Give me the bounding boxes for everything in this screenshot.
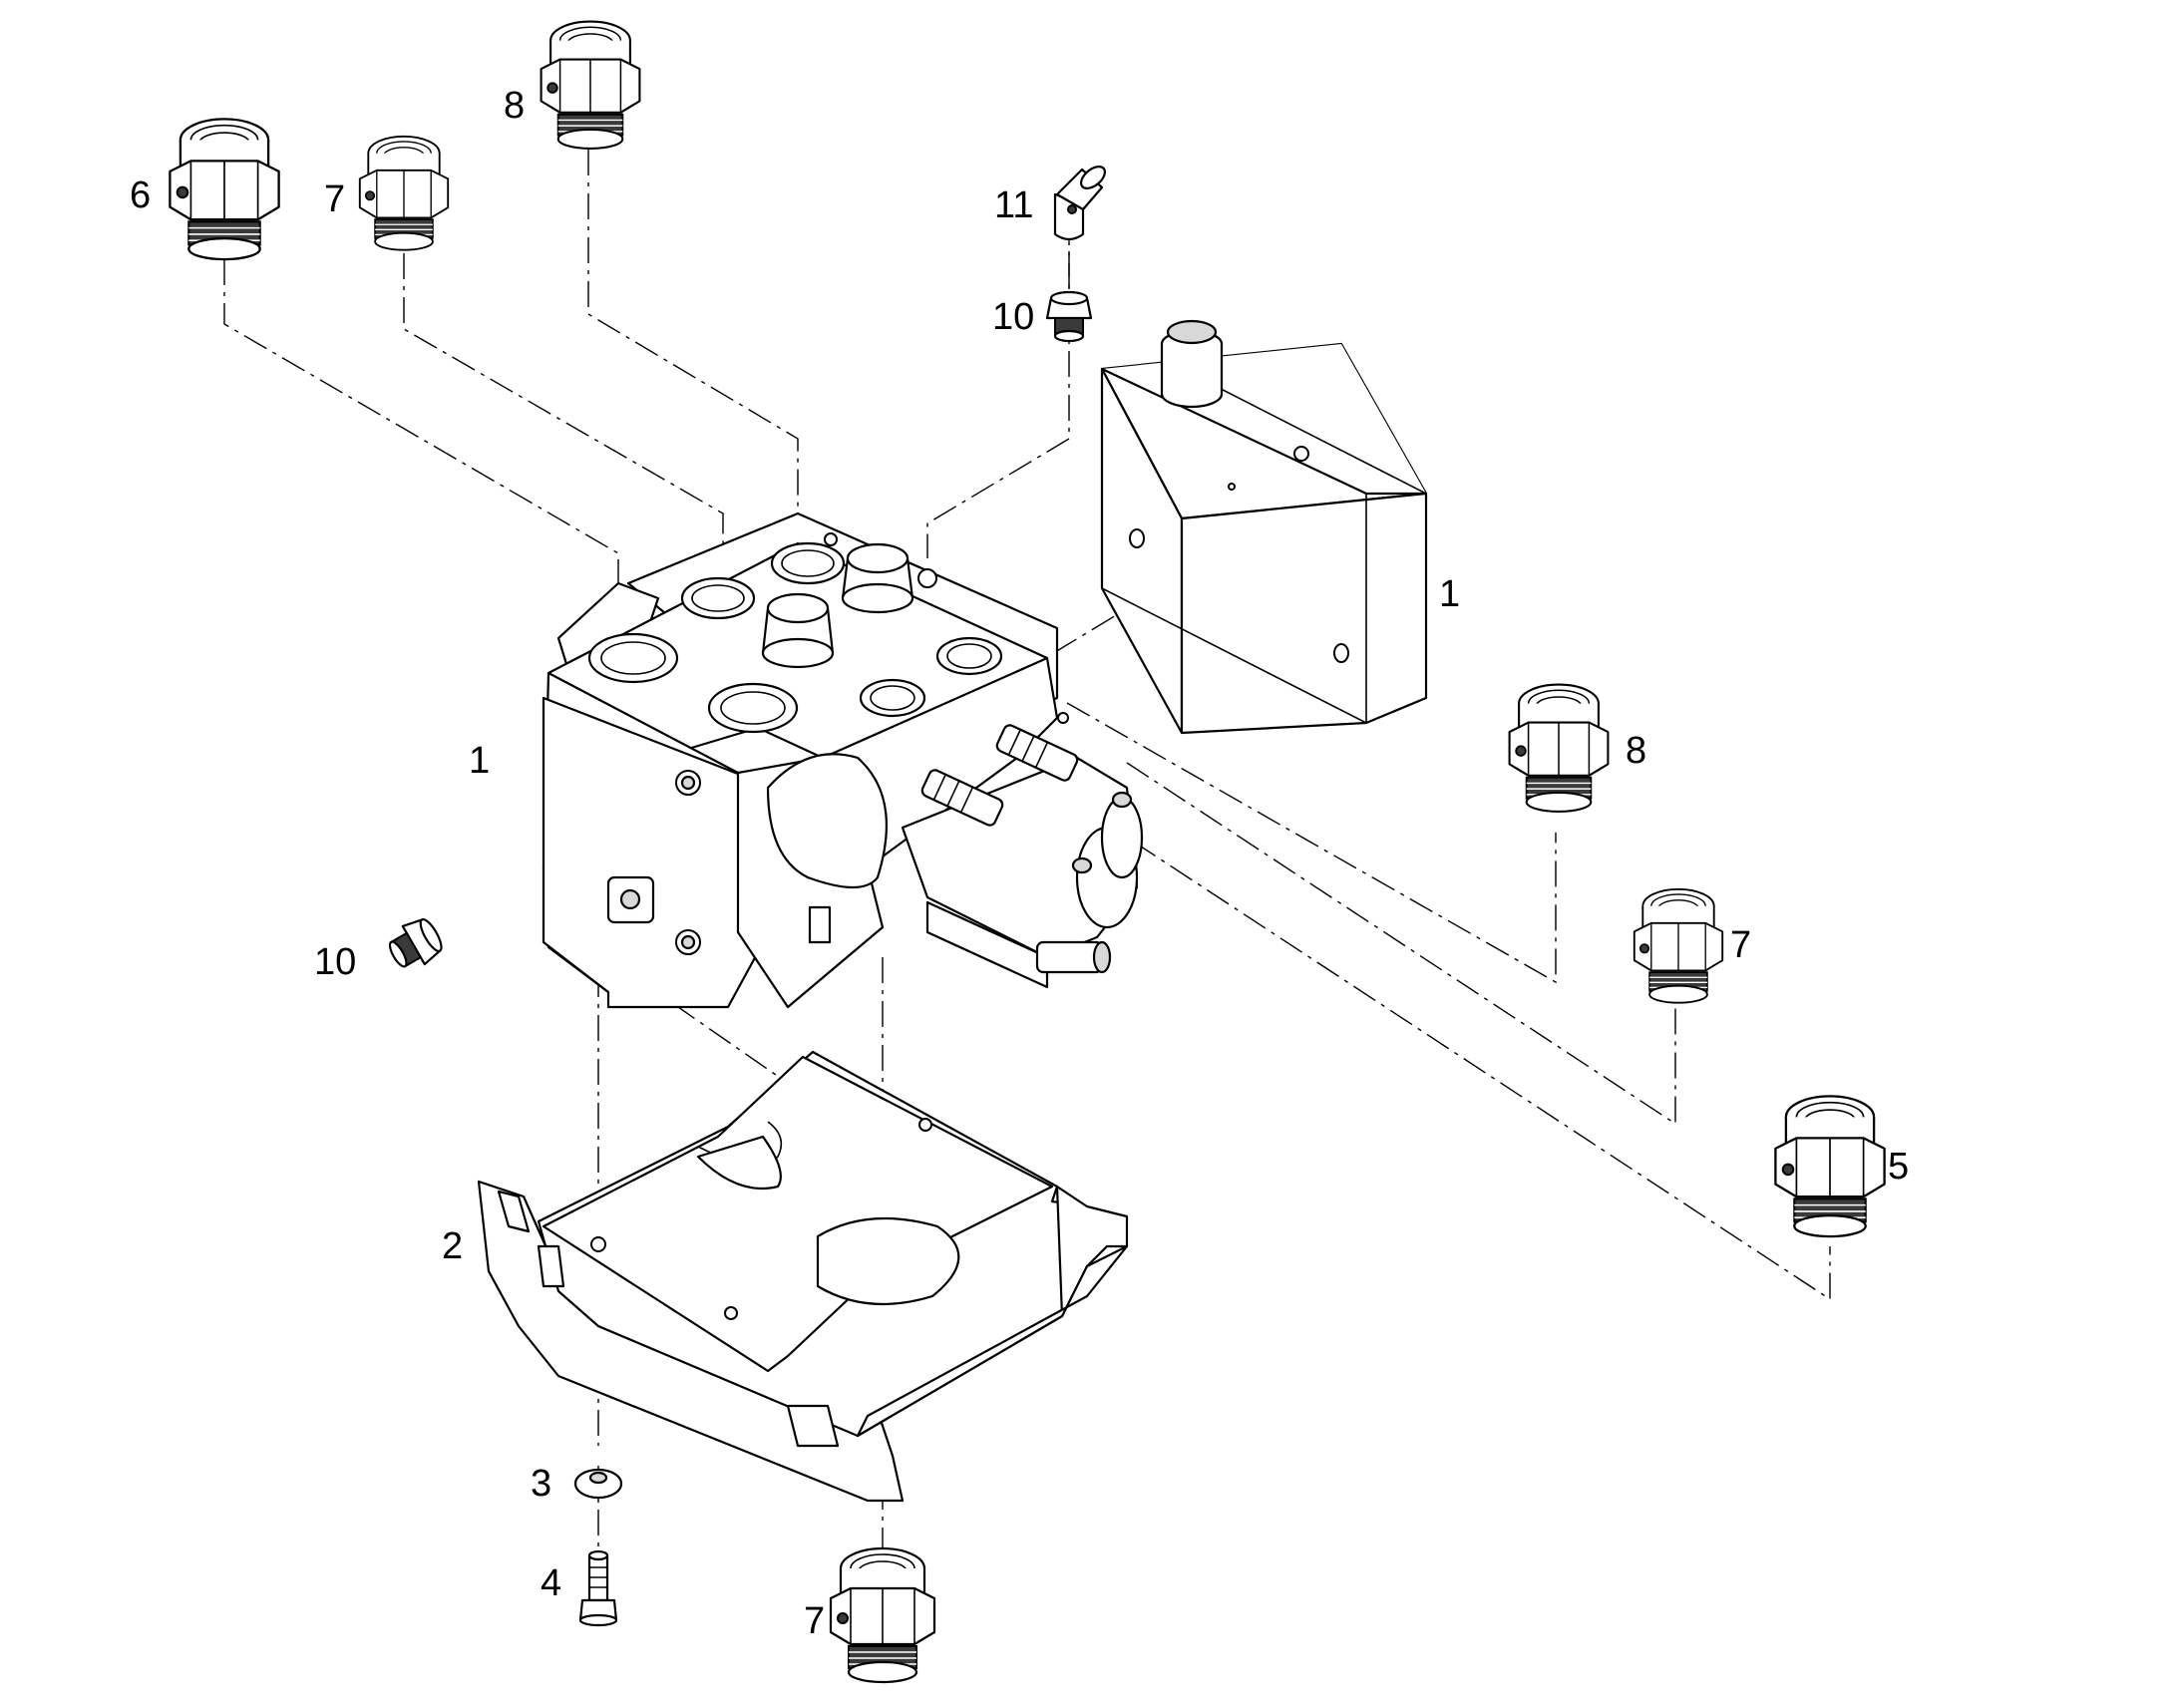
callout-10-top: 10 bbox=[992, 296, 1034, 338]
callout-6: 6 bbox=[130, 174, 151, 216]
fitting-10-left bbox=[381, 911, 449, 977]
fitting-7-top bbox=[358, 135, 450, 251]
elbow-fitting-11 bbox=[1053, 166, 1106, 241]
washer-3 bbox=[573, 1468, 623, 1500]
bolt-4 bbox=[578, 1549, 618, 1627]
mounting-bracket bbox=[477, 1050, 1129, 1503]
callout-4: 4 bbox=[541, 1562, 561, 1604]
callout-2: 2 bbox=[442, 1225, 463, 1267]
fitting-6 bbox=[169, 118, 280, 261]
callout-5: 5 bbox=[1888, 1146, 1909, 1188]
callout-8-top: 8 bbox=[504, 85, 525, 127]
fitting-8-top bbox=[540, 20, 641, 150]
callout-labels: 1 1 2 3 4 5 6 7 7 7 8 8 10 10 11 bbox=[130, 85, 1909, 1642]
callout-1-valve: 1 bbox=[469, 740, 490, 782]
callout-1-block: 1 bbox=[1439, 573, 1460, 615]
fitting-7-bottom bbox=[829, 1546, 936, 1684]
control-valve-body bbox=[542, 512, 1144, 1009]
callout-7-bottom: 7 bbox=[804, 1600, 825, 1642]
callout-8-right: 8 bbox=[1626, 730, 1646, 772]
callout-11: 11 bbox=[994, 184, 1033, 226]
callout-7-right: 7 bbox=[1730, 924, 1751, 966]
fitting-5 bbox=[1774, 1095, 1886, 1238]
fitting-8-right bbox=[1508, 683, 1610, 813]
relief-valve-block bbox=[1100, 319, 1428, 735]
callout-10-left: 10 bbox=[314, 941, 356, 983]
fitting-10-top bbox=[1045, 290, 1093, 343]
callout-7-top: 7 bbox=[324, 178, 345, 220]
fitting-7-right bbox=[1633, 887, 1724, 1004]
callout-3: 3 bbox=[531, 1463, 551, 1505]
